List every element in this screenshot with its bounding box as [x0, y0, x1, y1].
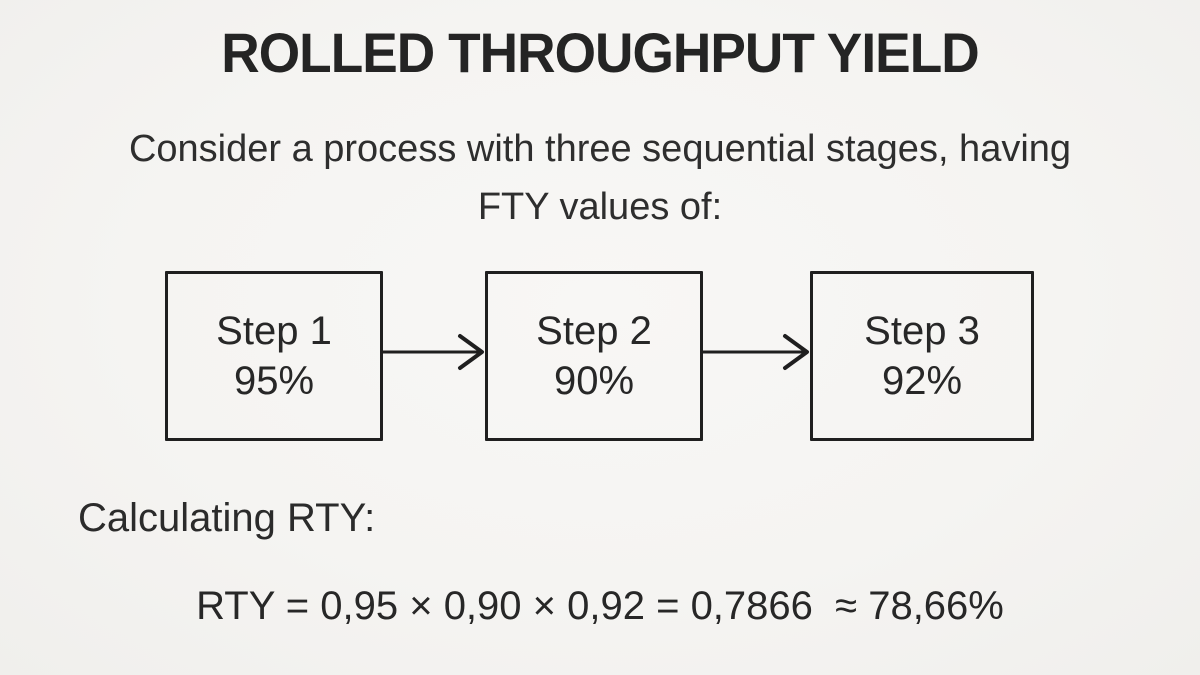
step-3-label: Step 3 — [864, 309, 980, 353]
rty-formula: RTY = 0,95 × 0,90 × 0,92 = 0,7866 ≈ 78,6… — [196, 584, 1004, 628]
arrow-right-icon — [701, 334, 809, 370]
subtitle: Consider a process with three sequential… — [30, 120, 1170, 236]
subtitle-line-2: FTY values of: — [477, 186, 723, 228]
page-title: ROLLED THROUGHPUT YIELD — [221, 21, 979, 84]
step-3-box: Step 3 92% — [810, 271, 1034, 441]
subtitle-line-1: Consider a process with three sequential… — [128, 128, 1072, 170]
step-2-box: Step 2 90% — [485, 271, 703, 441]
calculation-heading: Calculating RTY: — [78, 496, 376, 540]
step-2-label: Step 2 — [536, 309, 652, 353]
arrow-right-icon — [381, 334, 484, 370]
step-1-box: Step 1 95% — [165, 271, 383, 441]
step-3-value: 92% — [881, 359, 963, 403]
step-2-value: 90% — [553, 359, 635, 403]
step-1-label: Step 1 — [216, 309, 332, 353]
step-1-value: 95% — [233, 359, 315, 403]
